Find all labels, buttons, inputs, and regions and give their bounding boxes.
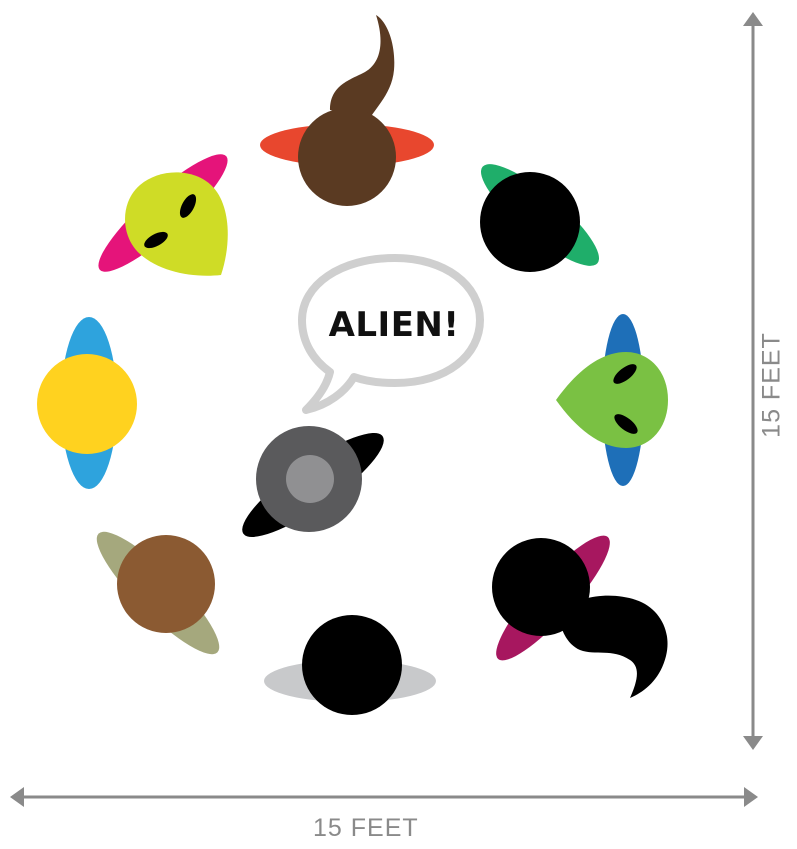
ponytail — [560, 596, 668, 698]
person-brown-olive-shirt — [84, 519, 232, 667]
height-label: 15 FEET — [758, 332, 787, 438]
head-brown — [298, 108, 396, 206]
alien-green-blue-shirt — [556, 314, 668, 486]
person-grey-center-black-shirt — [231, 418, 395, 552]
alien-yellow-pink-shirt — [86, 141, 239, 284]
person-black-grey-shirt — [264, 615, 436, 715]
alien-head-yellow — [125, 172, 228, 275]
head-crown-grey — [286, 455, 334, 503]
head-black — [302, 615, 402, 715]
alien-head-green — [556, 352, 668, 448]
head-yellow — [37, 354, 137, 454]
person-black-green-shirt — [469, 151, 611, 280]
width-label: 15 FEET — [313, 814, 419, 843]
width-dimension-arrow — [10, 787, 758, 807]
head-brown — [117, 535, 215, 633]
ponytail — [330, 15, 394, 118]
head-black — [480, 172, 580, 272]
person-yellow-blue-shirt — [37, 317, 137, 489]
person-brown-ponytail — [260, 15, 434, 206]
person-black-ponytail-magenta-shirt — [483, 524, 667, 698]
speech-bubble-text: ALIEN! — [306, 305, 482, 345]
